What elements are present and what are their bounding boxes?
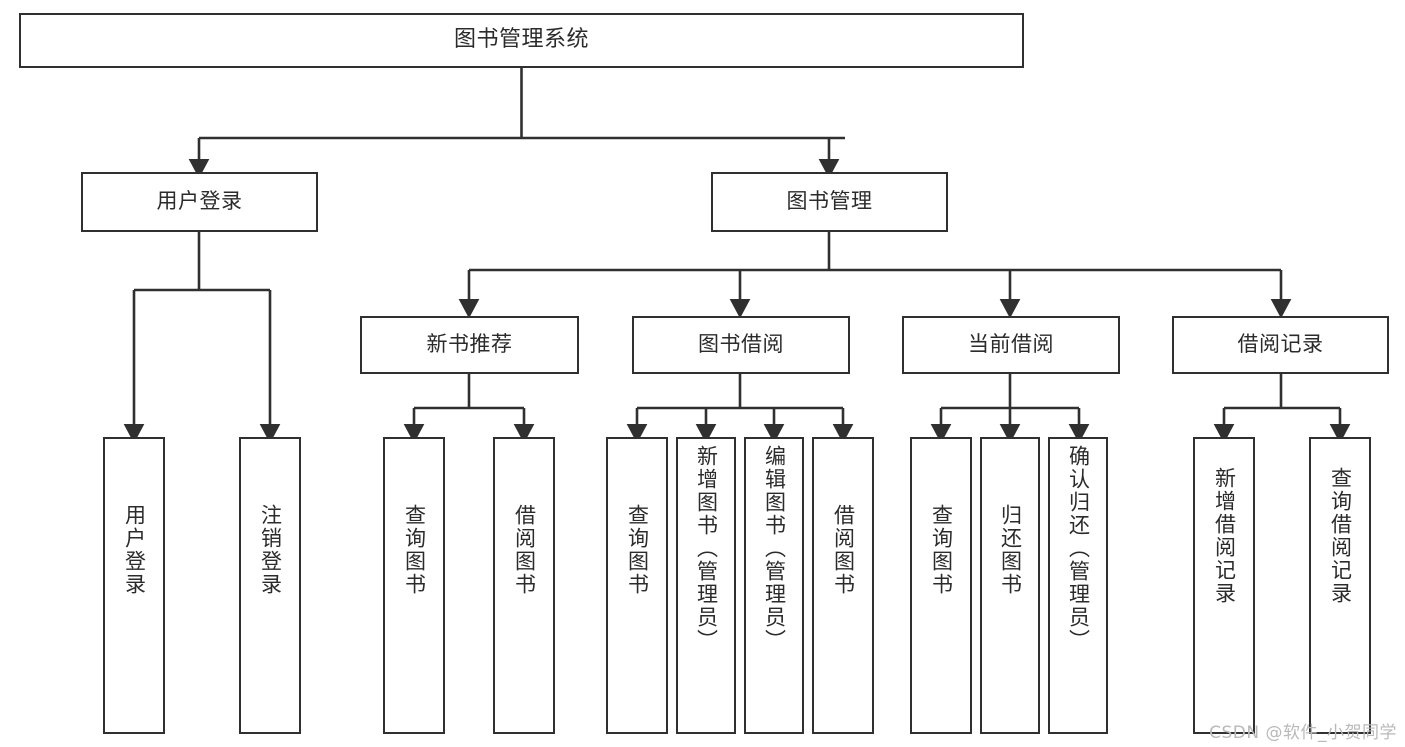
- node-leaf-logout-login-label: 注销登录: [258, 504, 283, 596]
- node-leaf-add-borrow-record-label: 新增借阅记录: [1212, 467, 1237, 605]
- node-leaf-return-book[interactable]: 归还图书: [980, 437, 1040, 734]
- node-leaf-query-book-3-label: 查询图书: [929, 504, 954, 596]
- node-leaf-borrow-book-1-label: 借阅图书: [512, 504, 537, 596]
- node-leaf-borrow-book-1[interactable]: 借阅图书: [493, 437, 555, 734]
- node-borrow-record[interactable]: 借阅记录: [1172, 316, 1389, 374]
- node-book-management-label: 图书管理: [786, 189, 873, 214]
- node-borrow-record-label: 借阅记录: [1237, 332, 1324, 357]
- node-user-login-label: 用户登录: [156, 189, 243, 214]
- node-leaf-query-book-3[interactable]: 查询图书: [910, 437, 972, 734]
- node-root[interactable]: 图书管理系统: [19, 13, 1024, 68]
- node-leaf-add-borrow-record[interactable]: 新增借阅记录: [1193, 437, 1255, 734]
- node-leaf-user-login-label: 用户登录: [122, 504, 147, 596]
- node-user-login[interactable]: 用户登录: [81, 172, 318, 232]
- node-leaf-return-book-label: 归还图书: [998, 504, 1023, 596]
- node-leaf-query-borrow-record-label: 查询借阅记录: [1328, 467, 1353, 605]
- node-new-book-recommend[interactable]: 新书推荐: [360, 316, 579, 374]
- node-current-borrow[interactable]: 当前借阅: [902, 316, 1120, 374]
- node-book-borrow-label: 图书借阅: [698, 332, 784, 357]
- node-leaf-add-book-label: 新增图书（管理员）: [694, 445, 719, 652]
- node-leaf-logout-login[interactable]: 注销登录: [239, 437, 301, 734]
- node-leaf-edit-book[interactable]: 编辑图书（管理员）: [744, 437, 804, 734]
- node-leaf-query-book-1[interactable]: 查询图书: [383, 437, 445, 734]
- node-leaf-confirm-return[interactable]: 确认归还（管理员）: [1048, 437, 1108, 734]
- node-root-label: 图书管理系统: [453, 27, 589, 53]
- csdn-watermark: CSDN @软件_小贺同学: [1209, 723, 1397, 743]
- node-leaf-query-book-2-label: 查询图书: [625, 504, 650, 596]
- node-leaf-borrow-book-2[interactable]: 借阅图书: [812, 437, 874, 734]
- node-book-borrow[interactable]: 图书借阅: [632, 316, 850, 374]
- node-leaf-query-book-2[interactable]: 查询图书: [606, 437, 668, 734]
- node-leaf-edit-book-label: 编辑图书（管理员）: [762, 445, 787, 652]
- node-leaf-query-book-1-label: 查询图书: [402, 504, 427, 596]
- node-leaf-borrow-book-2-label: 借阅图书: [831, 504, 856, 596]
- node-current-borrow-label: 当前借阅: [968, 332, 1054, 357]
- node-leaf-user-login[interactable]: 用户登录: [103, 437, 165, 734]
- node-leaf-confirm-return-label: 确认归还（管理员）: [1066, 445, 1091, 652]
- node-new-book-recommend-label: 新书推荐: [426, 332, 513, 357]
- node-leaf-add-book[interactable]: 新增图书（管理员）: [676, 437, 736, 734]
- node-book-management[interactable]: 图书管理: [711, 172, 948, 232]
- node-leaf-query-borrow-record[interactable]: 查询借阅记录: [1309, 437, 1371, 734]
